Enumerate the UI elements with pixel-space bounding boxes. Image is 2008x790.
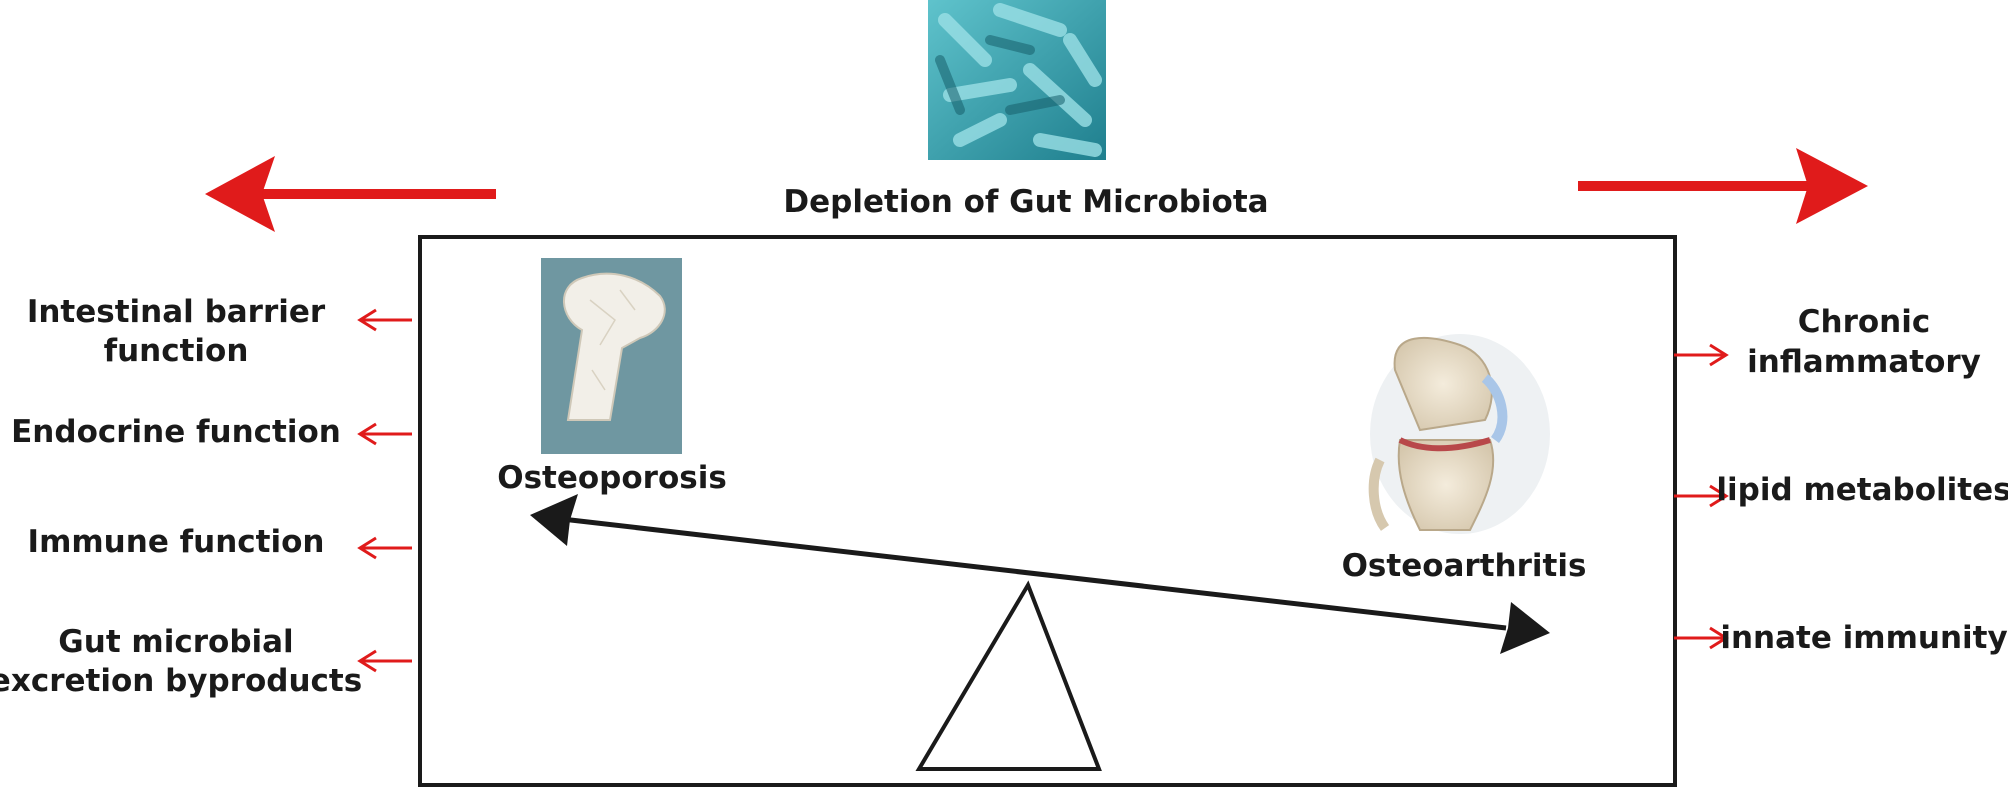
left-small-arrow-4 (357, 649, 412, 673)
bacteria-image (928, 0, 1106, 160)
left-big-arrow (205, 156, 496, 232)
right-big-arrow (1578, 148, 1868, 224)
femur-bone-image (541, 258, 682, 454)
osteoarthritis-label: Osteoarthritis (1341, 548, 1587, 584)
right-effect-1-line1: Chronic (1797, 304, 1931, 340)
knee-joint-image (1368, 334, 1550, 534)
right-small-arrow-3 (1674, 626, 1729, 650)
right-effect-1-line2: inflammatory (1747, 344, 1981, 380)
right-effect-3: innate immunity (1720, 620, 2008, 656)
diagram-title: Depletion of Gut Microbiota (783, 184, 1269, 220)
right-small-arrows (1674, 343, 1729, 650)
right-small-arrow-1 (1674, 343, 1729, 367)
left-effect-1-line1: Intestinal barrier (26, 294, 326, 330)
left-effect-1-line2: function (103, 333, 249, 369)
left-small-arrows (357, 308, 412, 673)
left-small-arrow-2 (357, 422, 412, 446)
seesaw-icon (530, 494, 1550, 771)
osteoporosis-label: Osteoporosis (497, 460, 727, 496)
left-small-arrow-1 (357, 308, 412, 332)
right-effect-2: lipid metabolites (1716, 472, 2008, 508)
left-small-arrow-3 (357, 536, 412, 560)
right-small-arrow-2 (1674, 484, 1729, 508)
balance-box (418, 235, 1677, 787)
left-effect-3: Immune function (27, 524, 325, 560)
left-effect-2: Endocrine function (11, 414, 341, 450)
left-effect-4-line2: excretion byproducts (0, 663, 363, 699)
left-effect-4-line1: Gut microbial (58, 624, 294, 660)
